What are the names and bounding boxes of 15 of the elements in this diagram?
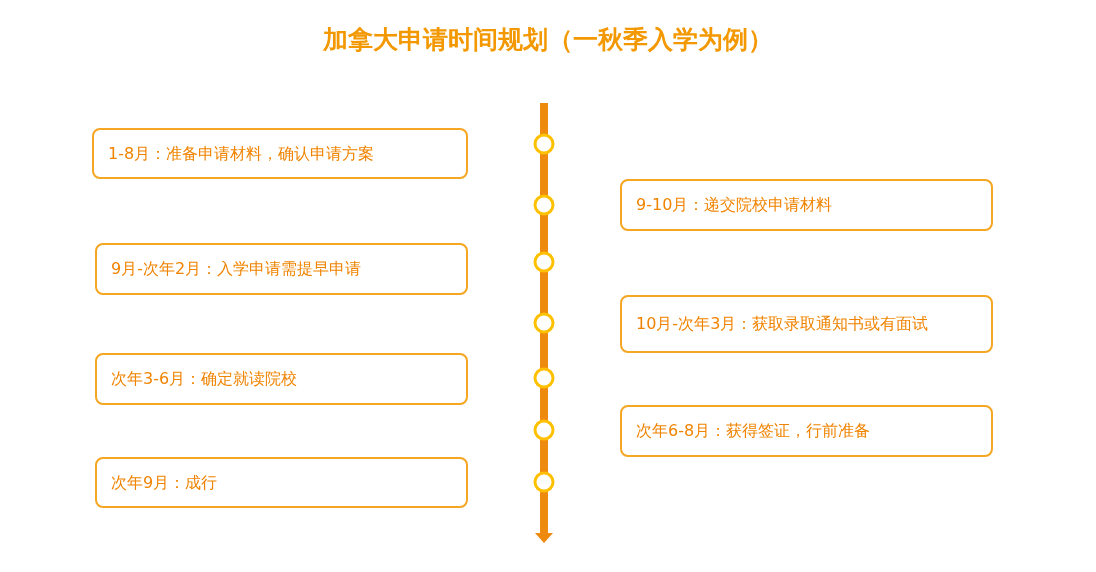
- event-box: [95, 353, 468, 405]
- event-box: [95, 457, 468, 508]
- event-text: 9-10月：递交院校申请材料: [636, 194, 833, 216]
- event-text: 10月-次年3月：获取录取通知书或有面试: [636, 313, 929, 335]
- event-text: 次年6-8月：获得签证，行前准备: [636, 420, 871, 442]
- event-text: 1-8月：准备申请材料，确认申请方案: [108, 142, 375, 165]
- event-text: 9月-次年2月：入学申请需提早申请: [111, 258, 362, 280]
- event-text: 次年9月：成行: [111, 471, 218, 494]
- event-box: [620, 405, 993, 457]
- event-box: [620, 179, 993, 231]
- event-box: [620, 295, 993, 353]
- event-text: 次年3-6月：确定就读院校: [111, 368, 298, 390]
- event-box: [95, 243, 468, 295]
- event-box: [92, 128, 468, 179]
- title: 加拿大申请时间规划（一秋季入学为例）: [323, 25, 773, 54]
